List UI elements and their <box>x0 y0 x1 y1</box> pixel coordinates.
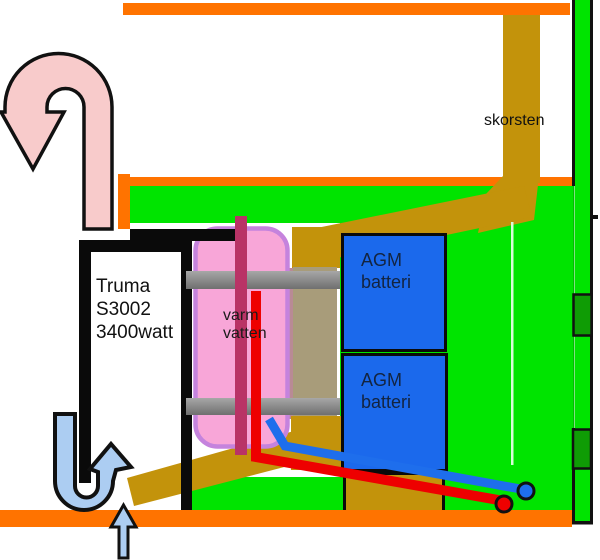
rear-wall-strip <box>575 0 590 524</box>
tank-edge-shading <box>286 268 295 419</box>
warm-air-circulation-arrow-icon <box>0 51 114 231</box>
shelf-bar <box>118 177 573 186</box>
chimney-pipe <box>503 15 540 183</box>
rear-wall-right-border <box>590 0 593 524</box>
heater-tank-connection <box>130 229 235 241</box>
heater-label-line2: S3002 <box>96 299 151 320</box>
shelf-bar-end-cap <box>118 174 130 229</box>
cold-air-return-arrow-icon <box>53 412 135 512</box>
battery-lower-label-line1: AGM <box>361 370 403 390</box>
battery-lower-label-line2: batteri <box>361 392 412 412</box>
cold-water-pipe-blue <box>265 416 527 495</box>
wall-vent-upper <box>572 293 593 337</box>
rear-wall-bottom-border <box>572 521 593 525</box>
hot-water-label-line2: vatten <box>223 324 267 342</box>
blue-pipe-terminal <box>516 481 536 501</box>
battery-upper-label-line2: batteri <box>361 272 412 292</box>
hot-water-label-line1: varm <box>223 307 259 324</box>
wall-seam-line <box>511 222 514 465</box>
backing-panel <box>293 267 337 420</box>
rear-wall-left-border-bottom <box>572 428 575 524</box>
heater-box-top-border <box>79 240 190 252</box>
hot-water-pipe-red <box>251 291 505 506</box>
heater-box-left-border <box>79 240 91 483</box>
battery-box-lower <box>341 353 448 472</box>
battery-box-upper <box>341 233 447 352</box>
roof-bar <box>123 3 570 15</box>
duct-junction-upper <box>292 227 340 268</box>
flue-pipe <box>235 216 247 455</box>
heater-label-line3: 3400watt <box>96 322 174 343</box>
wall-vent-lower <box>571 428 593 470</box>
warm-air-duct-lower <box>127 420 342 506</box>
floor-air-inlet-arrow-icon <box>108 501 139 560</box>
mounting-strap-lower <box>186 398 340 415</box>
rear-wall-left-border-top <box>572 0 575 186</box>
floor-bar <box>0 510 572 527</box>
red-pipe-terminal <box>494 494 514 514</box>
chimney-label: skorsten <box>484 112 545 129</box>
battery-upper-label-line1: AGM <box>361 250 403 270</box>
heater-label-line1: Truma <box>96 276 151 297</box>
mounting-strap-upper <box>186 271 340 289</box>
heater-box-right-border <box>181 240 192 513</box>
wall-tick-mark <box>593 215 598 219</box>
